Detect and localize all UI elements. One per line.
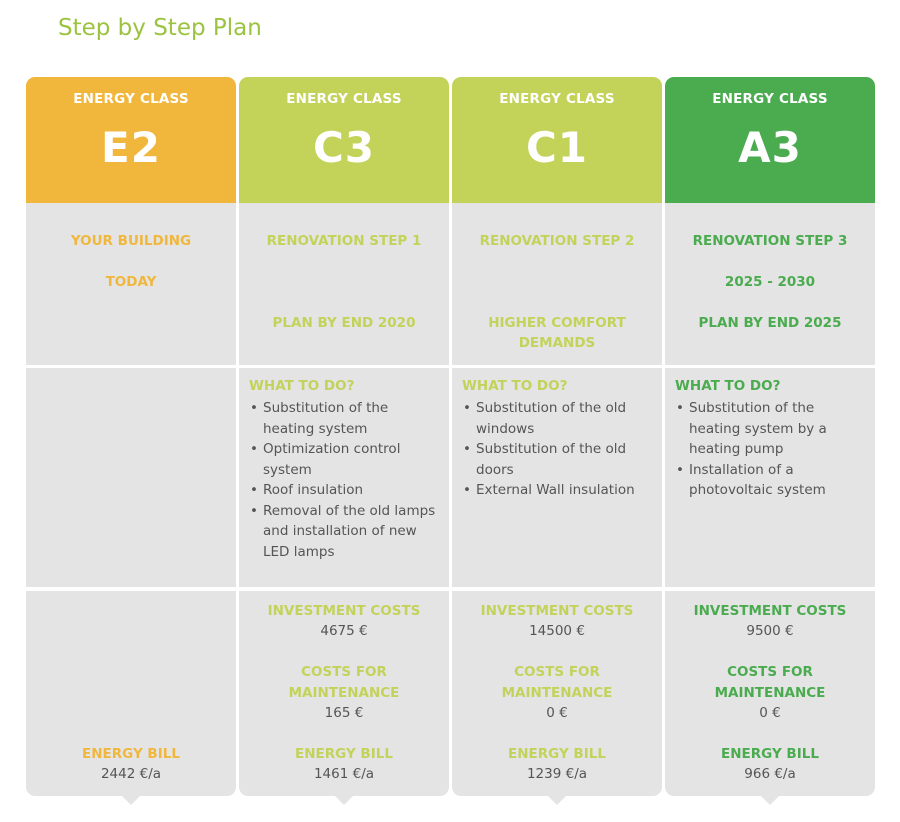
maintenance-costs-value: 0 € xyxy=(546,705,568,721)
step-panel: RENOVATION STEP 1 PLAN BY END 2020 xyxy=(239,203,449,365)
maintenance-costs-label: COSTS FOR MAINTENANCE xyxy=(245,662,443,703)
page-title: Step by Step Plan xyxy=(58,15,262,41)
plan-column-step-3: ENERGY CLASS A3 RENOVATION STEP 3 2025 -… xyxy=(665,77,875,805)
plan-column-step-2: ENERGY CLASS C1 RENOVATION STEP 2 HIGHER… xyxy=(452,77,662,805)
todo-title: WHAT TO DO? xyxy=(462,378,568,394)
todo-title: WHAT TO DO? xyxy=(675,378,781,394)
step-subtitle: TODAY xyxy=(105,274,157,290)
maintenance-costs-label: COSTS FOR MAINTENANCE xyxy=(671,662,869,703)
step-plan: PLAN BY END 2025 xyxy=(698,315,842,331)
todo-item: Installation of a photovoltaic system xyxy=(675,460,869,501)
investment-costs-label: INVESTMENT COSTS xyxy=(693,603,847,619)
todo-title: WHAT TO DO? xyxy=(249,378,355,394)
todo-list: Substitution of the old windows Substitu… xyxy=(462,398,656,501)
energy-class-value: A3 xyxy=(738,123,802,172)
step-title: YOUR BUILDING xyxy=(70,233,192,249)
todo-item: Substitution of the old doors xyxy=(462,439,656,480)
energy-class-header: ENERGY CLASS C3 xyxy=(239,77,449,212)
plan-column-current: ENERGY CLASS E2 YOUR BUILDING TODAY ENER… xyxy=(26,77,236,805)
todo-list: Substitution of the heating system by a … xyxy=(675,398,869,501)
step-plan: HIGHER COMFORT DEMANDS xyxy=(488,315,626,351)
investment-costs-value: 14500 € xyxy=(529,623,585,639)
step-panel: YOUR BUILDING TODAY xyxy=(26,203,236,365)
investment-costs-value: 4675 € xyxy=(320,623,368,639)
cost-panel: INVESTMENT COSTS 4675 € COSTS FOR MAINTEN… xyxy=(239,591,449,796)
energy-bill-value: 1239 €/a xyxy=(526,766,588,782)
bottom-pointer xyxy=(761,796,779,805)
step-panel: RENOVATION STEP 2 HIGHER COMFORT DEMANDS xyxy=(452,203,662,365)
energy-class-header: ENERGY CLASS A3 xyxy=(665,77,875,212)
bottom-pointer xyxy=(122,796,140,805)
energy-class-header: ENERGY CLASS E2 xyxy=(26,77,236,212)
investment-costs-label: INVESTMENT COSTS xyxy=(480,603,634,619)
maintenance-label-line-1: COSTS FOR xyxy=(727,664,813,680)
step-panel: RENOVATION STEP 3 2025 - 2030 PLAN BY EN… xyxy=(665,203,875,365)
cost-panel: INVESTMENT COSTS 9500 € COSTS FOR MAINTEN… xyxy=(665,591,875,796)
investment-costs-value: 9500 € xyxy=(746,623,794,639)
energy-bill-value: 2442 €/a xyxy=(100,766,162,782)
maintenance-costs-value: 0 € xyxy=(759,705,781,721)
maintenance-costs-value: 165 € xyxy=(324,705,364,721)
energy-class-label: ENERGY CLASS xyxy=(73,91,189,107)
plan-column-step-1: ENERGY CLASS C3 RENOVATION STEP 1 PLAN B… xyxy=(239,77,449,805)
todo-list: Substitution of the heating system Optim… xyxy=(249,398,443,562)
step-title: RENOVATION STEP 1 xyxy=(266,233,422,249)
todo-item: Removal of the old lamps and installatio… xyxy=(249,501,443,563)
todo-panel: WHAT TO DO? Substitution of the heating … xyxy=(239,368,449,587)
energy-bill-label: ENERGY BILL xyxy=(82,746,180,762)
maintenance-costs-label: COSTS FOR MAINTENANCE xyxy=(458,662,656,703)
bottom-pointer xyxy=(335,796,353,805)
todo-item: Substitution of the heating system by a … xyxy=(675,398,869,460)
maintenance-label-line-2: MAINTENANCE xyxy=(288,684,400,701)
energy-bill-label: ENERGY BILL xyxy=(508,746,606,762)
todo-item: External Wall insulation xyxy=(462,480,656,501)
maintenance-label-line-1: COSTS FOR xyxy=(301,664,387,680)
maintenance-label-line-2: MAINTENANCE xyxy=(714,684,826,701)
energy-bill-label: ENERGY BILL xyxy=(721,746,819,762)
step-title: RENOVATION STEP 2 xyxy=(479,233,635,249)
todo-panel xyxy=(26,368,236,587)
cost-panel: ENERGY BILL 2442 €/a xyxy=(26,591,236,796)
step-plan: PLAN BY END 2020 xyxy=(272,315,416,331)
energy-class-value: E2 xyxy=(101,123,161,172)
todo-panel: WHAT TO DO? Substitution of the heating … xyxy=(665,368,875,587)
energy-class-label: ENERGY CLASS xyxy=(499,91,615,107)
energy-class-label: ENERGY CLASS xyxy=(286,91,402,107)
bottom-pointer xyxy=(548,796,566,805)
maintenance-label-line-1: COSTS FOR xyxy=(514,664,600,680)
energy-bill-value: 1461 €/a xyxy=(313,766,375,782)
energy-bill-label: ENERGY BILL xyxy=(295,746,393,762)
todo-item: Substitution of the heating system xyxy=(249,398,443,439)
energy-bill-value: 966 €/a xyxy=(744,766,796,782)
cost-panel: INVESTMENT COSTS 14500 € COSTS FOR MAINTE… xyxy=(452,591,662,796)
investment-costs-label: INVESTMENT COSTS xyxy=(267,603,421,619)
todo-item: Roof insulation xyxy=(249,480,443,501)
todo-item: Substitution of the old windows xyxy=(462,398,656,439)
step-subtitle: 2025 - 2030 xyxy=(724,274,816,290)
energy-class-header: ENERGY CLASS C1 xyxy=(452,77,662,212)
todo-panel: WHAT TO DO? Substitution of the old wind… xyxy=(452,368,662,587)
energy-class-value: C3 xyxy=(312,123,376,172)
maintenance-label-line-2: MAINTENANCE xyxy=(501,684,613,701)
todo-item: Optimization control system xyxy=(249,439,443,480)
energy-class-value: C1 xyxy=(525,123,589,172)
step-title: RENOVATION STEP 3 xyxy=(692,233,848,249)
energy-class-label: ENERGY CLASS xyxy=(712,91,828,107)
